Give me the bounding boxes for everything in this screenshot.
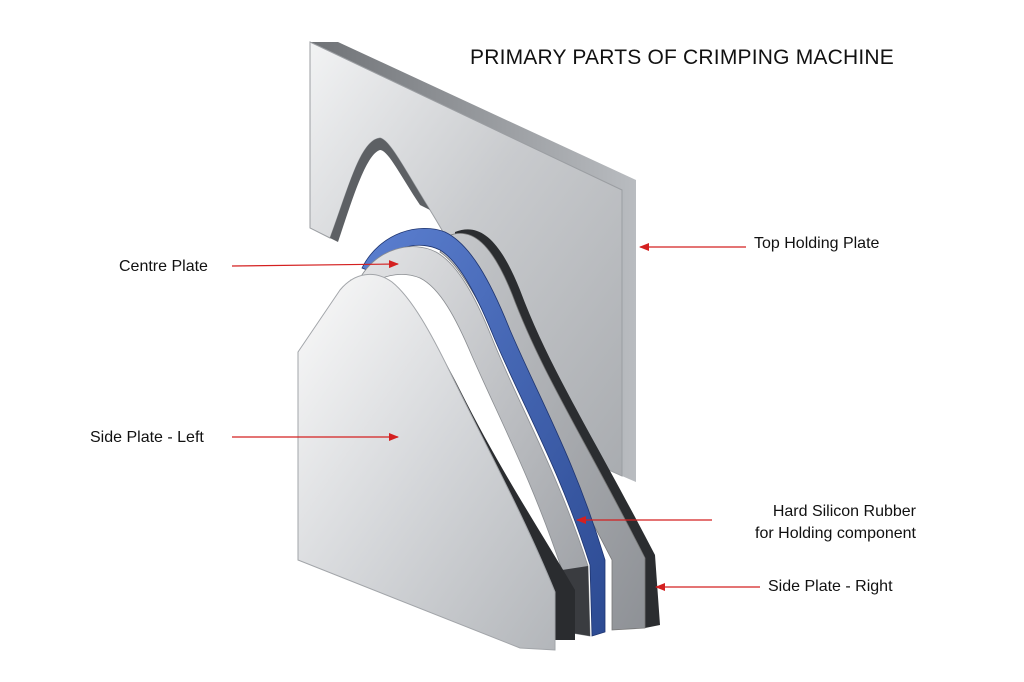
label-top-holding-plate: Top Holding Plate: [754, 235, 880, 252]
label-rubber-line1: Hard Silicon Rubber: [772, 503, 916, 520]
label-centre-plate: Centre Plate: [119, 258, 208, 275]
arrow-centre-plate: [231, 260, 399, 269]
callout-arrows: [231, 243, 760, 591]
side-plate-left: [297, 273, 575, 651]
hard-silicon-rubber: [361, 228, 606, 637]
label-hard-silicon-rubber: Hard Silicon Rubber for Holding componen…: [700, 501, 916, 545]
label-side-plate-right: Side Plate - Right: [768, 578, 893, 595]
diagram-title: PRIMARY PARTS OF CRIMPING MACHINE: [470, 46, 894, 69]
label-rubber-line2: for Holding component: [755, 525, 916, 542]
label-side-plate-left: Side Plate - Left: [90, 429, 204, 446]
